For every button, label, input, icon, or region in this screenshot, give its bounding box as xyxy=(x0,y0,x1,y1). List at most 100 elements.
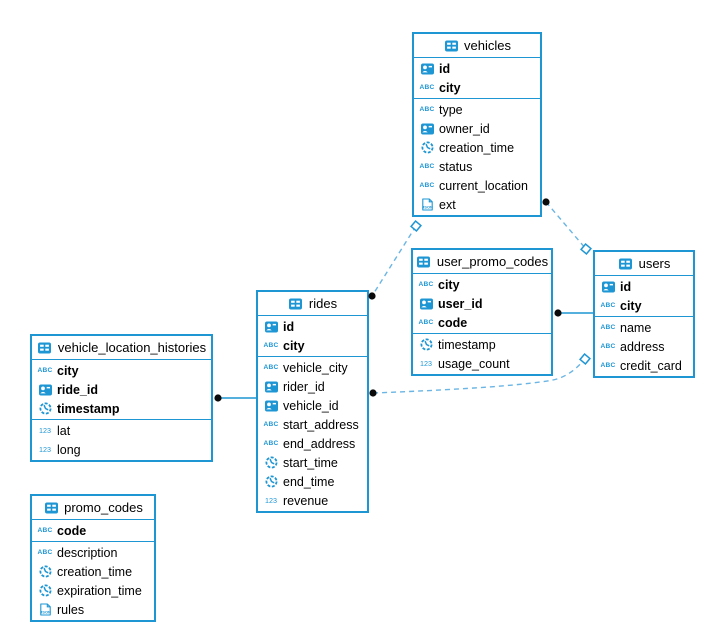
column-row[interactable]: creation_time xyxy=(32,562,154,581)
table-vehicles[interactable]: vehicles id ABC city ABC type owner_id xyxy=(412,32,542,217)
column-row[interactable]: rider_id xyxy=(258,377,367,396)
column-name: city xyxy=(283,338,305,353)
relation-endpoint-diamond xyxy=(580,243,592,255)
column-row[interactable]: ABC city xyxy=(414,78,540,97)
table-title: promo_codes xyxy=(64,500,143,515)
column-name: end_time xyxy=(283,474,335,489)
column-row[interactable]: 123 long xyxy=(32,440,211,459)
column-row[interactable]: ABC code xyxy=(413,313,551,332)
text-type-icon: ABC xyxy=(37,549,53,556)
column-row[interactable]: timestamp xyxy=(413,335,551,354)
text-type-icon: ABC xyxy=(418,281,434,288)
column-row[interactable]: 123 lat xyxy=(32,421,211,440)
relation-endpoint-dot xyxy=(554,309,562,317)
column-row[interactable]: JSON ext xyxy=(414,195,540,214)
id-badge-icon xyxy=(418,298,434,310)
table-header[interactable]: users xyxy=(595,252,693,276)
text-type-icon: ABC xyxy=(419,182,435,189)
column-row[interactable]: id xyxy=(414,59,540,78)
column-row[interactable]: creation_time xyxy=(414,138,540,157)
text-type-icon: ABC xyxy=(263,440,279,447)
column-row[interactable]: id xyxy=(595,277,693,296)
column-name: city xyxy=(438,277,460,292)
relation-endpoint-dot xyxy=(369,389,377,397)
column-row[interactable]: ABC address xyxy=(595,337,693,356)
number-type-icon: 123 xyxy=(39,426,51,435)
text-type-icon: ABC xyxy=(600,324,616,331)
column-row[interactable]: ABC city xyxy=(258,336,367,355)
column-row[interactable]: ride_id xyxy=(32,380,211,399)
number-type-icon: 123 xyxy=(420,359,432,368)
id-badge-icon xyxy=(263,400,279,412)
column-name: id xyxy=(283,319,295,334)
column-row[interactable]: 123 usage_count xyxy=(413,354,551,373)
column-name: revenue xyxy=(283,493,329,508)
text-type-icon: ABC xyxy=(37,367,53,374)
text-type-icon: ABC xyxy=(263,342,279,349)
column-row[interactable]: ABC description xyxy=(32,543,154,562)
column-name: current_location xyxy=(439,178,528,193)
clock-icon xyxy=(418,338,434,351)
table-rides[interactable]: rides id ABC city ABC vehicle_city rider… xyxy=(256,290,369,513)
relation-vehicles-rides[interactable] xyxy=(371,225,417,297)
column-name: start_time xyxy=(283,455,338,470)
column-row[interactable]: id xyxy=(258,317,367,336)
column-name: start_address xyxy=(283,417,359,432)
column-row[interactable]: ABC name xyxy=(595,318,693,337)
column-name: rider_id xyxy=(283,379,325,394)
column-row[interactable]: ABC city xyxy=(32,361,211,380)
column-row[interactable]: ABC city xyxy=(595,296,693,315)
id-badge-icon xyxy=(419,63,435,75)
relation-endpoint-dot xyxy=(542,198,550,206)
table-title: user_promo_codes xyxy=(436,254,549,269)
column-row[interactable]: ABC vehicle_city xyxy=(258,358,367,377)
column-row[interactable]: ABC city xyxy=(413,275,551,294)
table-users[interactable]: users id ABC city ABC name ABC address A… xyxy=(593,250,695,378)
table-user_promo_codes[interactable]: user_promo_codes ABC city user_id ABC co… xyxy=(411,248,553,376)
table-title: users xyxy=(638,256,671,271)
column-row[interactable]: ABC type xyxy=(414,100,540,119)
column-row[interactable]: start_time xyxy=(258,453,367,472)
table-header[interactable]: rides xyxy=(258,292,367,316)
clock-icon xyxy=(37,584,53,597)
column-row[interactable]: owner_id xyxy=(414,119,540,138)
column-row[interactable]: timestamp xyxy=(32,399,211,418)
column-row[interactable]: vehicle_id xyxy=(258,396,367,415)
clock-icon xyxy=(419,141,435,154)
table-header[interactable]: promo_codes xyxy=(32,496,154,520)
column-row[interactable]: ABC current_location xyxy=(414,176,540,195)
relation-endpoint-diamond xyxy=(579,353,591,365)
column-name: ride_id xyxy=(57,382,98,397)
clock-icon xyxy=(263,456,279,469)
table-promo_codes[interactable]: promo_codes ABC code ABC description cre… xyxy=(30,494,156,622)
column-row[interactable]: end_time xyxy=(258,472,367,491)
table-header[interactable]: vehicle_location_histories xyxy=(32,336,211,360)
column-name: end_address xyxy=(283,436,356,451)
clock-icon xyxy=(37,565,53,578)
column-row[interactable]: ABC status xyxy=(414,157,540,176)
relation-vehicles-users[interactable] xyxy=(545,201,587,250)
column-row[interactable]: JSON rules xyxy=(32,600,154,619)
table-icon xyxy=(43,502,59,514)
column-name: creation_time xyxy=(57,564,133,579)
table-header[interactable]: user_promo_codes xyxy=(413,250,551,274)
table-vehicle_location_histories[interactable]: vehicle_location_histories ABC city ride… xyxy=(30,334,213,462)
column-row[interactable]: ABC end_address xyxy=(258,434,367,453)
table-icon xyxy=(416,256,432,268)
table-icon xyxy=(618,258,634,270)
column-row[interactable]: ABC credit_card xyxy=(595,356,693,375)
column-row[interactable]: 123 revenue xyxy=(258,491,367,510)
column-name: code xyxy=(57,523,87,538)
table-header[interactable]: vehicles xyxy=(414,34,540,58)
text-type-icon: ABC xyxy=(418,319,434,326)
column-name: credit_card xyxy=(620,358,682,373)
column-row[interactable]: ABC start_address xyxy=(258,415,367,434)
column-name: id xyxy=(620,279,632,294)
relation-endpoint-diamond xyxy=(410,220,422,232)
column-row[interactable]: expiration_time xyxy=(32,581,154,600)
table-title: rides xyxy=(308,296,338,311)
column-row[interactable]: user_id xyxy=(413,294,551,313)
table-icon xyxy=(37,342,53,354)
svg-text:JSON: JSON xyxy=(40,610,51,615)
column-row[interactable]: ABC code xyxy=(32,521,154,540)
